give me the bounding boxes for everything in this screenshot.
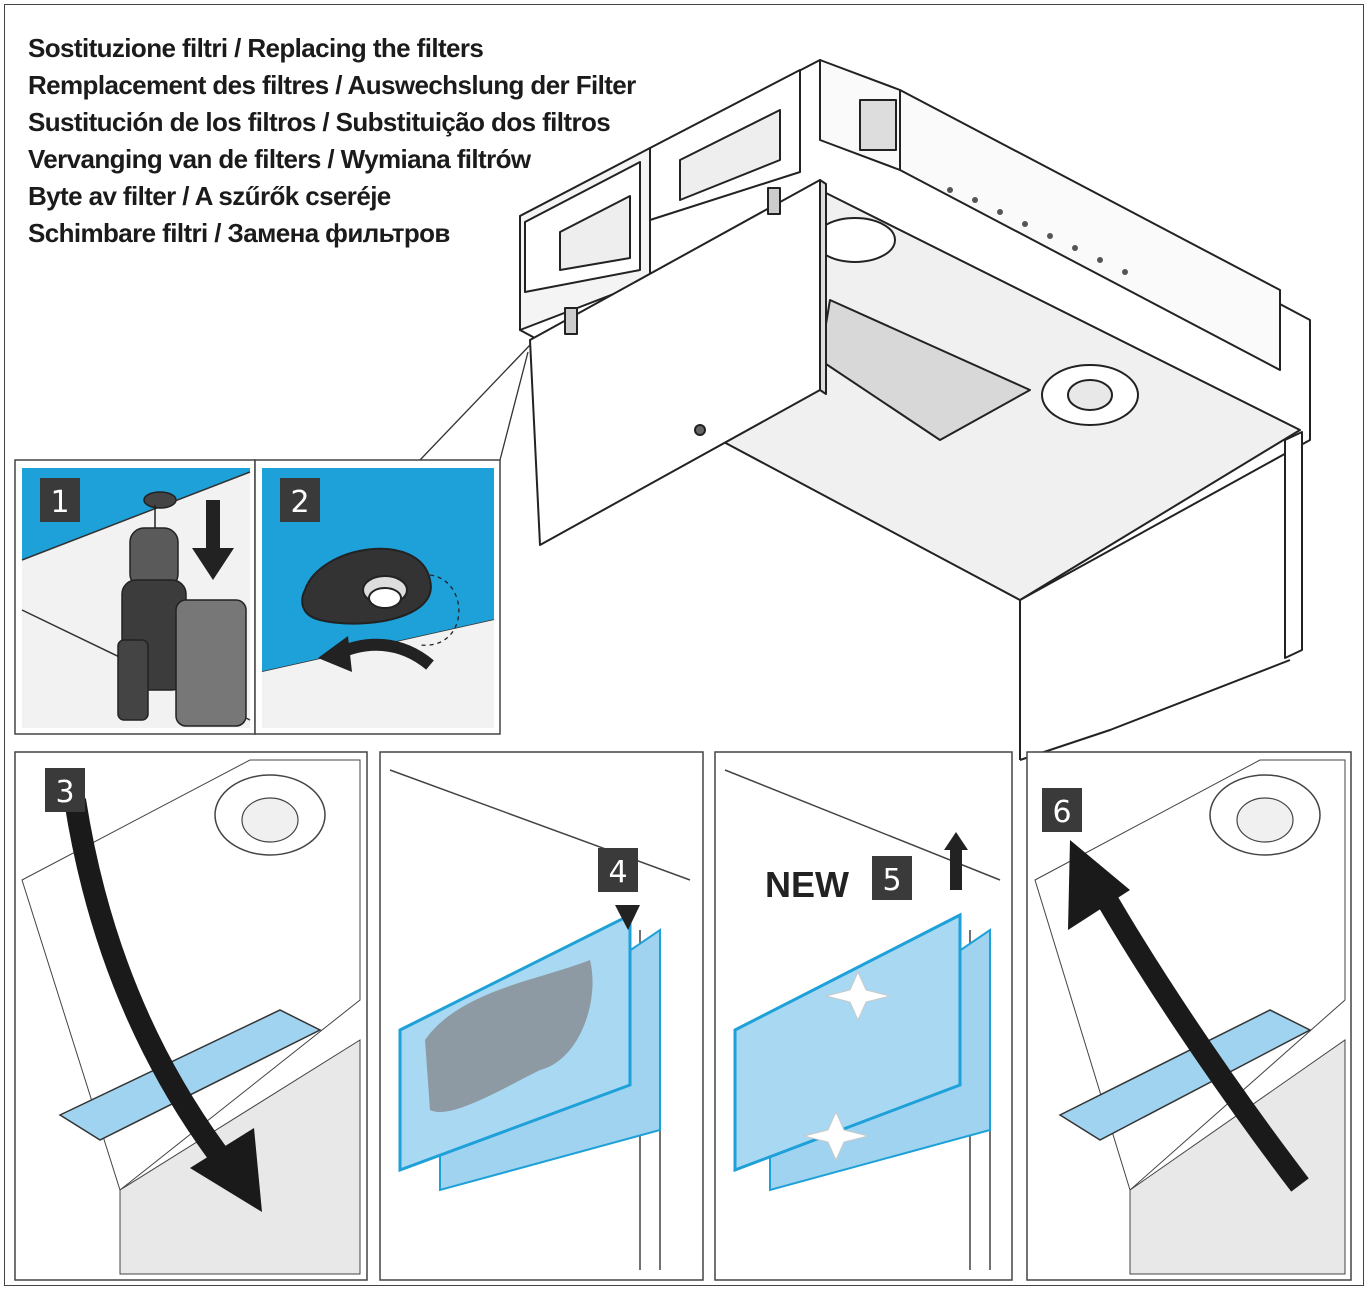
step-4-badge: [598, 848, 638, 892]
step-1-label: 1: [50, 485, 69, 520]
title-line-fr-de: Remplacement des filtres / Auswechslung …: [28, 70, 636, 100]
step-1-badge: [40, 478, 80, 522]
step-5-badge: [872, 856, 912, 900]
step-1-panel: 1: [14, 459, 256, 735]
down-curve-arrow-icon: [64, 798, 239, 1177]
step-4-label: 4: [608, 855, 627, 890]
title-line-ro-ru: Schimbare filtri / Замена фильтров: [28, 218, 450, 248]
turn-knob-icon: [301, 547, 460, 646]
step-3-badge: [45, 768, 85, 812]
down-arrow-icon: [192, 500, 234, 580]
step-6-badge: [1042, 788, 1082, 832]
new-filter: [733, 912, 962, 1173]
hood-unit: [519, 59, 1311, 761]
cover-hinge-2: [767, 187, 781, 215]
step-4-panel: 4: [379, 751, 704, 1281]
up-curve-arrow-icon: [1080, 864, 1309, 1192]
drill-icon: [117, 491, 247, 727]
support-leg: [1284, 431, 1303, 659]
step-6-panel: 6: [1026, 751, 1352, 1281]
step-2-badge: [280, 478, 320, 522]
step-6-label: 6: [1052, 795, 1071, 830]
step-2-panel: 2: [254, 459, 501, 735]
new-label: NEW: [765, 864, 849, 905]
filter-blue-strip: [58, 1009, 322, 1141]
sparkle-icon: [803, 970, 891, 1162]
cover-hinge-1: [564, 307, 578, 335]
step-3-panel: 3: [14, 751, 368, 1281]
title-line-nl-pl: Vervanging van de filters / Wymiana filt…: [28, 144, 531, 174]
step-3-label: 3: [55, 775, 74, 810]
callout-lines: [419, 344, 531, 461]
step-2-label: 2: [290, 485, 309, 520]
title-line-sv-hu: Byte av filter / A szűrők cseréje: [28, 181, 391, 211]
title-block: Sostituzione filtri / Replacing the filt…: [28, 30, 636, 252]
dirt-patch: [425, 960, 593, 1112]
title-line-it-en: Sostituzione filtri / Replacing the filt…: [28, 33, 484, 63]
step-5-panel: NEW 5: [714, 751, 1013, 1281]
up-arrow-icon: [944, 832, 968, 850]
cover-screw-1: [694, 424, 706, 436]
step-5-label: 5: [882, 863, 901, 898]
hinged-cover: [529, 179, 827, 546]
hinge-box: [859, 99, 897, 151]
title-line-es-pt: Sustitución de los filtros / Substituiçã…: [28, 107, 611, 137]
panel-screws: [947, 187, 1128, 275]
